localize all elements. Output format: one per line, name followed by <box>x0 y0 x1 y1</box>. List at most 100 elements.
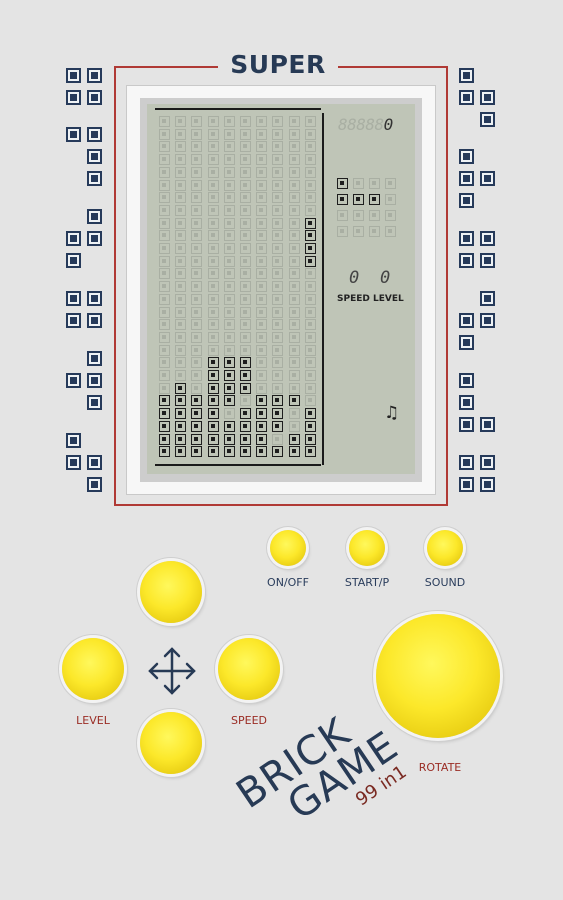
level-caption: LEVEL <box>373 294 404 304</box>
playfield-cell <box>175 395 187 407</box>
next-piece-cell <box>337 194 348 205</box>
dpad-right-button[interactable] <box>218 638 280 700</box>
onoff-button[interactable] <box>270 530 306 566</box>
playfield-cell <box>272 420 284 432</box>
playfield-cell <box>207 204 219 216</box>
playfield-cell <box>175 408 187 420</box>
speed-value: 0 <box>349 268 360 288</box>
playfield-cell <box>256 268 268 280</box>
playfield-cell <box>240 204 251 216</box>
playfield-cell <box>256 217 268 229</box>
playfield-cell <box>304 179 316 191</box>
playfield-cell <box>159 281 170 293</box>
playfield-cell <box>304 281 316 293</box>
sound-button[interactable] <box>427 530 463 566</box>
deco-block <box>459 231 474 246</box>
playfield-cell <box>256 344 268 356</box>
playfield-cell <box>240 408 251 420</box>
playfield-cell <box>207 408 219 420</box>
playfield-cell <box>159 268 170 280</box>
playfield-cell <box>304 357 316 369</box>
playfield-cell <box>223 357 235 369</box>
playfield-cell <box>272 382 284 394</box>
playfield-top-line <box>155 108 321 110</box>
deco-block <box>66 455 81 470</box>
playfield-cell <box>272 370 284 381</box>
playfield-cell <box>240 281 251 293</box>
deco-block <box>480 477 495 492</box>
playfield-cell <box>175 217 187 229</box>
playfield-cell <box>159 344 170 356</box>
deco-block <box>87 291 102 306</box>
deco-block <box>87 373 102 388</box>
playfield-cell <box>272 166 284 178</box>
playfield-cell <box>223 306 235 318</box>
deco-block <box>459 417 474 432</box>
playfield-cell <box>240 319 251 331</box>
playfield-cell <box>256 179 268 191</box>
playfield-cell <box>256 128 268 140</box>
playfield-cell <box>240 395 251 407</box>
playfield-cell <box>240 446 251 458</box>
playfield-cell <box>207 255 219 267</box>
playfield-cell <box>272 433 284 445</box>
playfield-cell <box>159 230 170 242</box>
playfield-cell <box>223 154 235 166</box>
deco-block <box>459 313 474 328</box>
dpad-left-button[interactable] <box>62 638 124 700</box>
deco-block <box>459 68 474 83</box>
playfield-cell <box>256 116 268 127</box>
playfield-cell <box>288 331 300 343</box>
rotate-label: ROTATE <box>418 761 462 774</box>
playfield-cell <box>191 192 203 204</box>
playfield-cell <box>207 166 219 178</box>
playfield-cell <box>304 268 316 280</box>
playfield-cell <box>304 243 316 254</box>
playfield-cell <box>272 408 284 420</box>
playfield-cell <box>191 243 203 254</box>
playfield-cell <box>288 306 300 318</box>
playfield-cell <box>304 116 316 127</box>
score-placeholder: 88888 <box>338 115 384 134</box>
deco-block <box>480 112 495 127</box>
playfield-cell <box>304 128 316 140</box>
deco-block <box>87 395 102 410</box>
playfield-cell <box>256 446 268 458</box>
playfield-cell <box>240 128 251 140</box>
playfield-cell <box>304 370 316 381</box>
playfield-cell <box>240 154 251 166</box>
playfield-cell <box>304 293 316 305</box>
playfield-cell <box>272 331 284 343</box>
deco-block <box>459 395 474 410</box>
deco-block <box>480 417 495 432</box>
playfield-cell <box>207 344 219 356</box>
start-pause-button[interactable] <box>349 530 385 566</box>
playfield-cell <box>272 395 284 407</box>
playfield-cell <box>304 420 316 432</box>
dpad-up-button[interactable] <box>140 561 202 623</box>
dpad-down-button[interactable] <box>140 712 202 774</box>
playfield-cell <box>191 370 203 381</box>
playfield-cell <box>159 420 170 432</box>
playfield-cell <box>223 420 235 432</box>
deco-block <box>66 433 81 448</box>
playfield-cell <box>191 331 203 343</box>
playfield-cell <box>240 370 251 381</box>
deco-block <box>87 171 102 186</box>
playfield-cell <box>256 420 268 432</box>
deco-block <box>459 253 474 268</box>
playfield-cell <box>223 179 235 191</box>
four-arrows-icon <box>148 647 196 695</box>
level-button-label: LEVEL <box>76 714 110 727</box>
playfield-cell <box>207 433 219 445</box>
playfield-cell <box>288 357 300 369</box>
rotate-button[interactable] <box>376 614 500 738</box>
playfield-cell <box>272 446 284 458</box>
playfield-cell <box>175 166 187 178</box>
level-value: 0 <box>380 268 391 288</box>
playfield-cell <box>304 331 316 343</box>
playfield-right-line <box>322 113 324 465</box>
playfield-cell <box>256 433 268 445</box>
playfield-cell <box>223 382 235 394</box>
playfield-cell <box>191 344 203 356</box>
